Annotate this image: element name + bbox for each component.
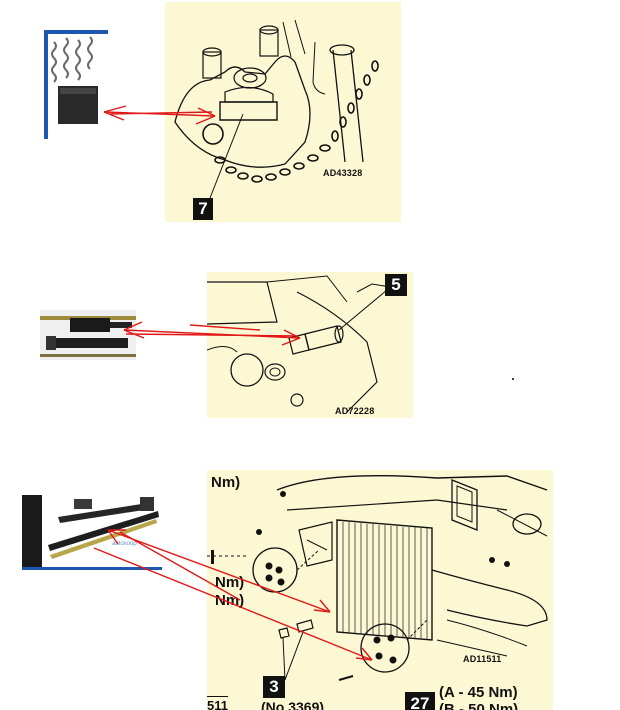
figure-1-diagram: 7 AD43328 (165, 2, 401, 222)
torque-spec-a: (A - 45 Nm) (439, 684, 518, 701)
torque-spec-b: (B - 50 Nm) (439, 701, 519, 710)
chain-tool-photo (51, 36, 98, 124)
figure-2-code: AD72228 (335, 406, 375, 416)
figure-2-diagram: 5 AD72228 (207, 272, 413, 418)
pin-tool-photo (40, 316, 136, 357)
figure-3-code: AD11511 (463, 654, 502, 664)
callout-badge-3: 3 (263, 676, 285, 698)
stray-dot (512, 378, 514, 380)
callout-badge-7: 7 (193, 198, 213, 220)
figure-2-drawing (207, 275, 398, 413)
figure-2-photo (40, 310, 136, 360)
callout-badge-27: 27 (405, 692, 435, 710)
tool-number-label: (No 3369) (261, 699, 325, 710)
figure-3-photo: autoxoop (22, 495, 162, 570)
label-511: 511 (207, 696, 228, 710)
figure-1-code: AD43328 (323, 168, 363, 178)
torque-label-mid-2: Nm) (215, 592, 245, 609)
alignment-pins-photo (22, 495, 159, 567)
torque-label-mid-1: Nm) (215, 574, 245, 591)
torque-label-top: Nm) (211, 474, 241, 491)
figure-3-drawing (207, 475, 548, 681)
callout-badge-5: 5 (385, 274, 407, 296)
figure-3-diagram: Nm) Nm) Nm) AD11511 3 27 (A - 45 Nm) (B … (207, 470, 553, 710)
figure-1-photo (44, 30, 108, 139)
figure-1-drawing (174, 19, 379, 199)
photo-watermark: autoxoop (112, 541, 137, 547)
